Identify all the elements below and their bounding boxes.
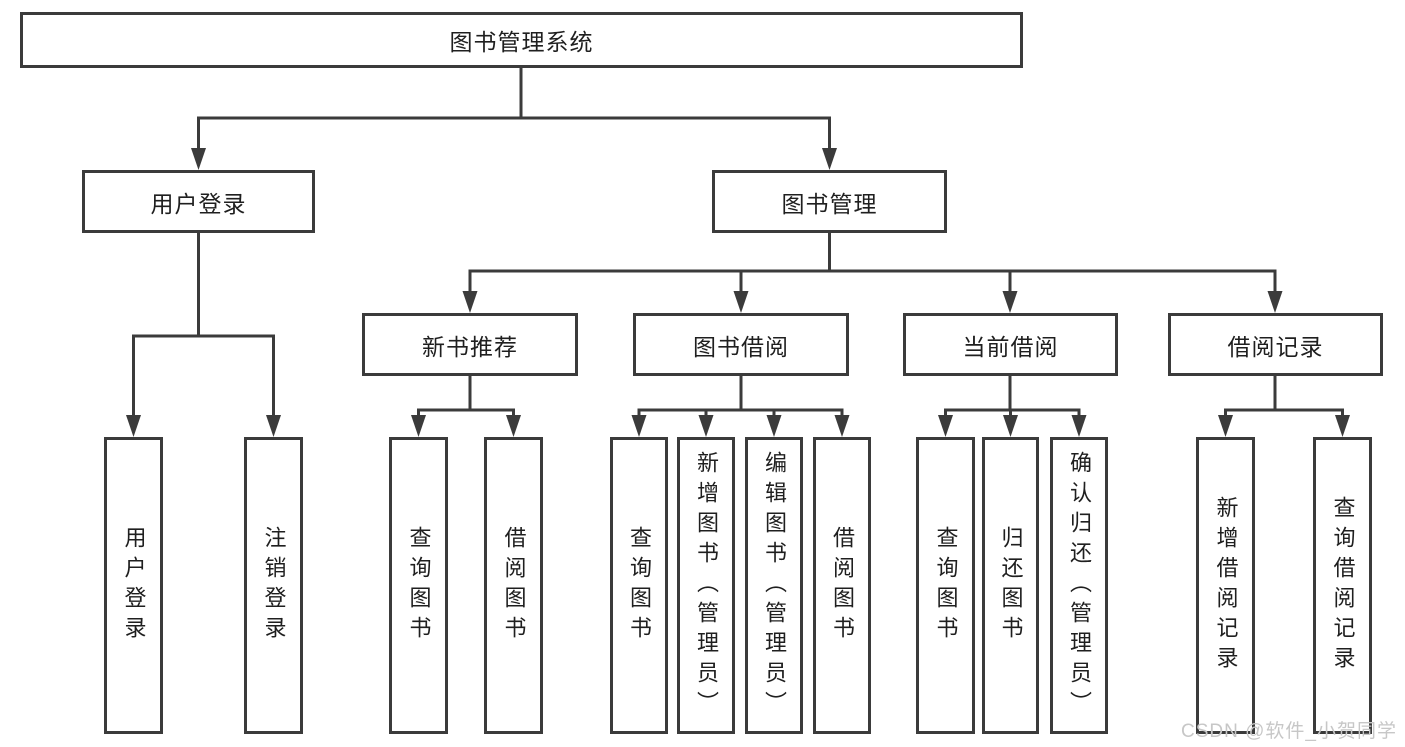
leaf-label: 查询图书 <box>406 525 432 646</box>
node-book-borrow-label: 图书借阅 <box>693 333 789 360</box>
leaf-query-books-current: 查询图书 <box>916 437 975 734</box>
leaf-label: 查询图书 <box>627 525 652 646</box>
node-user-login-label: 用户登录 <box>150 190 247 217</box>
node-new-book-recommend: 新书推荐 <box>362 313 578 376</box>
leaf-add-books-admin: 新增图书（管理员） <box>677 437 735 734</box>
node-root: 图书管理系统 <box>20 12 1023 68</box>
leaf-logout: 注销登录 <box>244 437 303 734</box>
node-current-borrow-label: 当前借阅 <box>962 333 1059 360</box>
leaf-return-books: 归还图书 <box>982 437 1039 734</box>
node-book-management-label: 图书管理 <box>781 190 878 217</box>
node-current-borrow: 当前借阅 <box>903 313 1118 376</box>
node-borrow-records: 借阅记录 <box>1168 313 1383 376</box>
leaf-label: 新增借阅记录 <box>1213 495 1239 676</box>
leaf-query-books-recommend: 查询图书 <box>389 437 448 734</box>
watermark: CSDN @软件_小贺同学 <box>1181 721 1397 742</box>
node-user-login: 用户登录 <box>82 170 315 233</box>
leaf-confirm-return-admin: 确认归还（管理员） <box>1050 437 1108 734</box>
leaf-borrow-books: 借阅图书 <box>813 437 871 734</box>
leaf-label: 查询图书 <box>933 525 959 646</box>
leaf-label: 确认归还（管理员） <box>1067 450 1092 721</box>
leaf-label: 归还图书 <box>998 525 1024 646</box>
leaf-label: 新增图书（管理员） <box>694 450 719 721</box>
node-root-label: 图书管理系统 <box>449 29 594 55</box>
leaf-query-borrow-record: 查询借阅记录 <box>1313 437 1372 734</box>
leaf-edit-books-admin: 编辑图书（管理员） <box>745 437 803 734</box>
leaf-label: 借阅图书 <box>501 525 527 646</box>
leaf-user-login: 用户登录 <box>104 437 163 734</box>
node-borrow-records-label: 借阅记录 <box>1227 333 1324 360</box>
node-book-borrow: 图书借阅 <box>633 313 849 376</box>
leaf-borrow-books-recommend: 借阅图书 <box>484 437 543 734</box>
node-new-book-recommend-label: 新书推荐 <box>422 333 518 360</box>
leaf-add-borrow-record: 新增借阅记录 <box>1196 437 1255 734</box>
node-book-management: 图书管理 <box>712 170 947 233</box>
leaf-label: 编辑图书（管理员） <box>762 450 787 721</box>
leaf-query-books-borrow: 查询图书 <box>610 437 668 734</box>
leaf-label: 用户登录 <box>121 525 147 646</box>
leaf-label: 借阅图书 <box>830 525 855 646</box>
leaf-label: 注销登录 <box>261 525 287 646</box>
leaf-label: 查询借阅记录 <box>1330 495 1356 676</box>
